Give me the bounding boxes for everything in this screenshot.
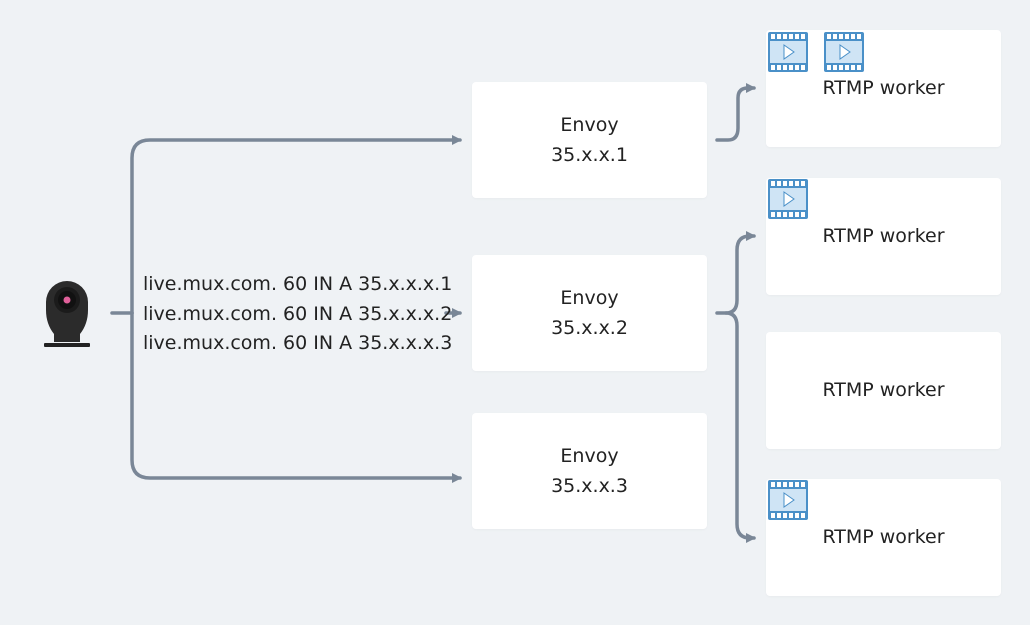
envoy-1-ip: 35.x.x.1	[551, 144, 628, 166]
envoy-1-name: Envoy	[560, 114, 619, 136]
envoy-node-3: Envoy 35.x.x.3	[472, 413, 707, 529]
dns-record-1: live.mux.com. 60 IN A 35.x.x.x.1	[143, 273, 453, 295]
rtmp-worker-3-label: RTMP worker	[822, 379, 945, 401]
rtmp-worker-4-label: RTMP worker	[822, 526, 945, 548]
envoy-2-to-worker-4-connector	[724, 311, 756, 543]
rtmp-worker-1: RTMP worker	[766, 30, 1001, 147]
dns-record-2: live.mux.com. 60 IN A 35.x.x.x.2	[143, 302, 453, 325]
envoy-2-ip: 35.x.x.2	[551, 317, 628, 339]
envoy-1-to-worker-1-connector	[715, 83, 756, 142]
rtmp-worker-3: RTMP worker	[766, 332, 1001, 449]
envoy-3-ip: 35.x.x.3	[551, 475, 628, 497]
trunk-to-envoy-3-connector	[130, 311, 462, 483]
envoy-3-name: Envoy	[560, 445, 619, 467]
video-stream-icon	[768, 179, 808, 219]
rtmp-worker-2-label: RTMP worker	[822, 225, 945, 247]
video-stream-icon	[768, 32, 808, 72]
webcam-icon	[42, 276, 92, 354]
envoy-node-2: Envoy 35.x.x.2	[472, 255, 707, 371]
trunk-to-envoy-1-connector	[130, 135, 462, 315]
envoy-node-1: Envoy 35.x.x.1	[472, 82, 707, 198]
rtmp-worker-1-label: RTMP worker	[822, 77, 945, 99]
envoy-2-name: Envoy	[560, 287, 619, 309]
video-stream-icon	[824, 32, 864, 72]
envoy-2-to-worker-2-connector	[715, 231, 756, 315]
dns-record-3: live.mux.com. 60 IN A 35.x.x.x.3	[143, 332, 453, 354]
dns-records: live.mux.com. 60 IN A 35.x.x.x.1 live.mu…	[143, 270, 452, 359]
video-stream-icon	[768, 480, 808, 520]
